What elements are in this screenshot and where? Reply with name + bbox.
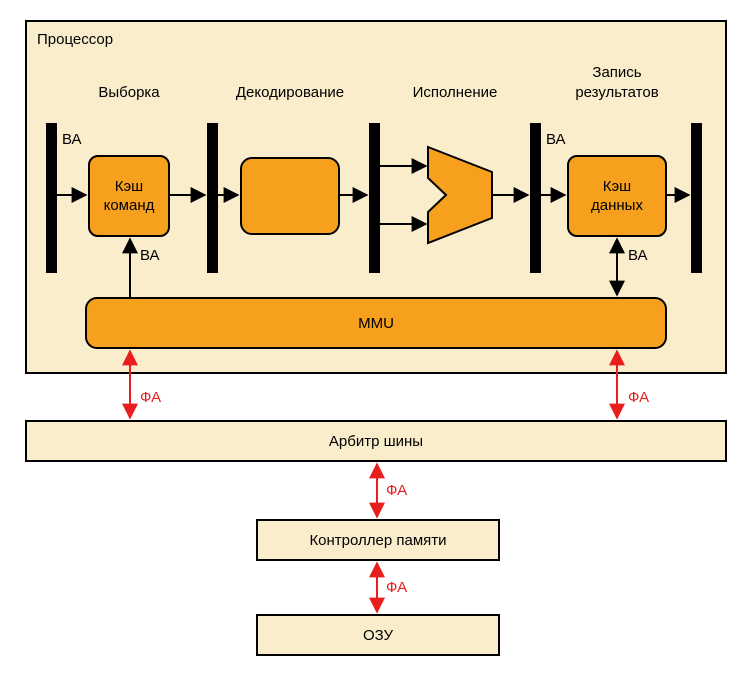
pipeline-register-4 [530,123,541,273]
decode-block [240,157,340,235]
stage-label-fetch: Выборка [98,84,160,101]
stage-label-writeback: Запись результатов [575,64,659,101]
physical-address-arrows [122,349,625,614]
bus-arbiter-block: Арбитр шины [25,420,727,462]
va-label-writeback: ВА [546,131,566,148]
dcache-block: Кэш данных [567,155,667,237]
mmu-label: MMU [358,314,394,332]
ram-block: ОЗУ [256,614,500,656]
processor-title: Процессор [37,31,114,48]
va-label-fetch: ВА [62,131,82,148]
va-label-mmu-dcache: ВА [628,247,648,264]
pipeline-register-2 [207,123,218,273]
ram-label: ОЗУ [362,626,394,644]
mmu-block: MMU [85,297,667,349]
bus-arbiter-label: Арбитр шины [328,432,424,450]
fa-label-arbiter-controller: ФА [386,482,408,499]
pipeline-register-5 [691,123,702,273]
stage-label-execute: Исполнение [412,84,498,101]
va-label-mmu-icache: ВА [140,247,160,264]
memory-controller-block: Контроллер памяти [256,519,500,561]
pipeline-register-1 [46,123,57,273]
fa-label-right: ФА [628,389,650,406]
stage-label-decode: Декодирование [235,84,345,101]
fa-label-controller-ram: ФА [386,579,408,596]
fa-label-left: ФА [140,389,162,406]
icache-label: Кэш команд [103,178,155,214]
pipeline-register-3 [369,123,380,273]
icache-block: Кэш команд [88,155,170,237]
dcache-label: Кэш данных [591,178,643,214]
memory-controller-label: Контроллер памяти [309,531,447,549]
